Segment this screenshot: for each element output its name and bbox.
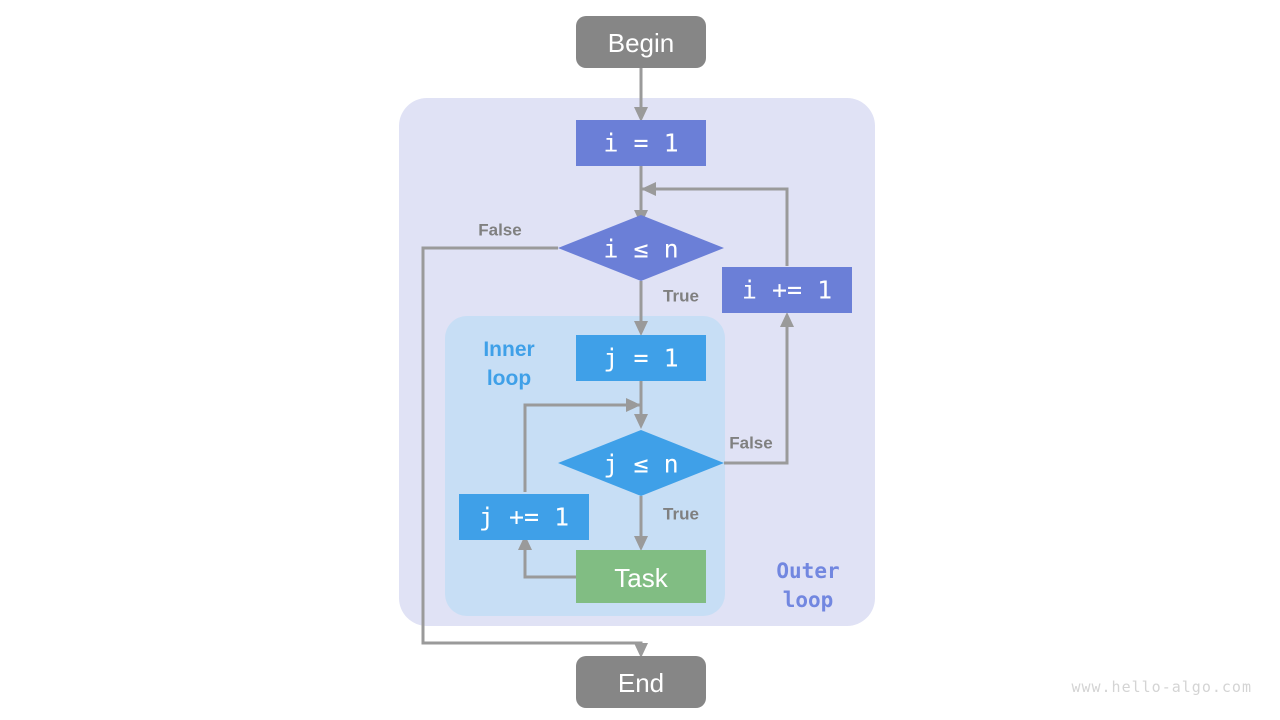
outer-loop-label-line1: Outer [776, 559, 839, 583]
edge-i-condition-true-to-j-init [634, 281, 648, 336]
edge-j-condition-false-to-i-increment [724, 312, 794, 465]
node-j-condition[interactable]: j ≤ n [558, 430, 724, 496]
node-j-condition-label: j ≤ n [603, 450, 678, 479]
watermark-text: www.hello-algo.com [1071, 678, 1252, 696]
edge-task-to-j-increment [518, 535, 576, 579]
node-end-label: End [618, 668, 664, 698]
node-j-init[interactable]: j = 1 [576, 335, 706, 381]
edge-j-increment-to-j-condition [523, 398, 641, 492]
node-i-increment-label: i += 1 [742, 276, 832, 305]
inner-loop-label-line1: Inner [483, 338, 534, 361]
node-i-condition[interactable]: i ≤ n [558, 215, 724, 281]
node-i-init-label: i = 1 [603, 129, 678, 158]
node-i-increment[interactable]: i += 1 [722, 267, 852, 313]
node-task[interactable]: Task [576, 550, 706, 603]
node-j-init-label: j = 1 [603, 344, 678, 373]
inner-loop-label-line2: loop [487, 367, 531, 390]
edge-label-j-false: False [729, 434, 772, 453]
node-i-condition-label: i ≤ n [603, 235, 678, 264]
node-j-increment[interactable]: j += 1 [459, 494, 589, 540]
node-j-increment-label: j += 1 [479, 503, 569, 532]
edge-label-i-false: False [478, 221, 521, 240]
node-i-init[interactable]: i = 1 [576, 120, 706, 166]
edge-i-increment-to-i-condition [641, 182, 789, 266]
node-begin[interactable]: Begin [576, 16, 706, 68]
node-end[interactable]: End [576, 656, 706, 708]
node-task-label: Task [614, 563, 668, 593]
edge-j-init-to-j-condition [634, 381, 648, 429]
edge-i-condition-false-to-end [421, 246, 648, 658]
edge-label-i-true: True [663, 287, 699, 306]
outer-loop-label-line2: loop [783, 588, 834, 612]
edge-begin-to-i-init [634, 68, 648, 122]
node-begin-label: Begin [608, 28, 675, 58]
edge-label-j-true: True [663, 505, 699, 524]
edge-j-condition-true-to-task [634, 496, 648, 551]
